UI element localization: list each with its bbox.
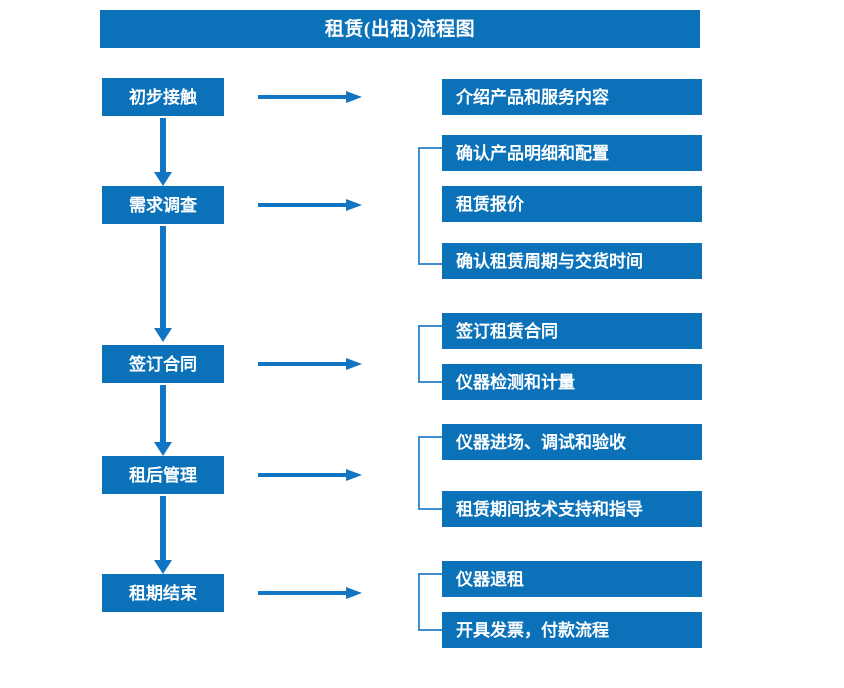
detail-node-1-1[interactable]: 介绍产品和服务内容 <box>442 79 702 115</box>
detail-node-1-1-label: 介绍产品和服务内容 <box>456 87 609 107</box>
stage-node-4-label: 租后管理 <box>129 465 197 485</box>
arrow-right-icon <box>258 355 362 373</box>
bracket-left-icon <box>416 436 444 510</box>
page-title-text: 租赁(出租)流程图 <box>324 18 476 40</box>
detail-node-4-2[interactable]: 租赁期间技术支持和指导 <box>442 491 702 527</box>
bracket-left-icon <box>416 147 444 265</box>
stage-node-5[interactable]: 租期结束 <box>102 574 224 612</box>
detail-node-2-2-label: 租赁报价 <box>456 194 524 214</box>
stage-node-1-label: 初步接触 <box>129 87 197 107</box>
detail-node-4-1-label: 仪器进场、调试和验收 <box>456 432 626 452</box>
detail-node-3-1-label: 签订租赁合同 <box>456 321 558 341</box>
detail-node-3-1[interactable]: 签订租赁合同 <box>442 313 702 349</box>
arrow-down-icon <box>147 118 179 186</box>
detail-node-2-1[interactable]: 确认产品明细和配置 <box>442 135 702 171</box>
stage-node-4[interactable]: 租后管理 <box>102 456 224 494</box>
bracket-left-icon <box>416 325 444 383</box>
detail-node-2-3-label: 确认租赁周期与交货时间 <box>456 251 643 271</box>
detail-node-4-1[interactable]: 仪器进场、调试和验收 <box>442 424 702 460</box>
detail-node-5-2-label: 开具发票，付款流程 <box>456 620 609 640</box>
page-title: 租赁(出租)流程图 <box>100 10 700 48</box>
arrow-down-icon <box>147 496 179 574</box>
arrow-right-icon <box>258 196 362 214</box>
detail-node-5-1[interactable]: 仪器退租 <box>442 561 702 597</box>
arrow-right-icon <box>258 466 362 484</box>
stage-node-3[interactable]: 签订合同 <box>102 345 224 383</box>
detail-node-5-1-label: 仪器退租 <box>456 569 524 589</box>
detail-node-2-3[interactable]: 确认租赁周期与交货时间 <box>442 243 702 279</box>
detail-node-2-2[interactable]: 租赁报价 <box>442 186 702 222</box>
arrow-right-icon <box>258 88 362 106</box>
stage-node-2[interactable]: 需求调查 <box>102 186 224 224</box>
detail-node-3-2-label: 仪器检测和计量 <box>456 372 575 392</box>
arrow-right-icon <box>258 584 362 602</box>
stage-node-1[interactable]: 初步接触 <box>102 78 224 116</box>
detail-node-3-2[interactable]: 仪器检测和计量 <box>442 364 702 400</box>
stage-node-3-label: 签订合同 <box>129 354 197 374</box>
arrow-down-icon <box>147 385 179 456</box>
stage-node-5-label: 租期结束 <box>129 583 197 603</box>
arrow-down-icon <box>147 226 179 342</box>
detail-node-5-2[interactable]: 开具发票，付款流程 <box>442 612 702 648</box>
bracket-left-icon <box>416 573 444 631</box>
detail-node-4-2-label: 租赁期间技术支持和指导 <box>456 499 643 519</box>
detail-node-2-1-label: 确认产品明细和配置 <box>456 143 609 163</box>
stage-node-2-label: 需求调查 <box>129 195 197 215</box>
